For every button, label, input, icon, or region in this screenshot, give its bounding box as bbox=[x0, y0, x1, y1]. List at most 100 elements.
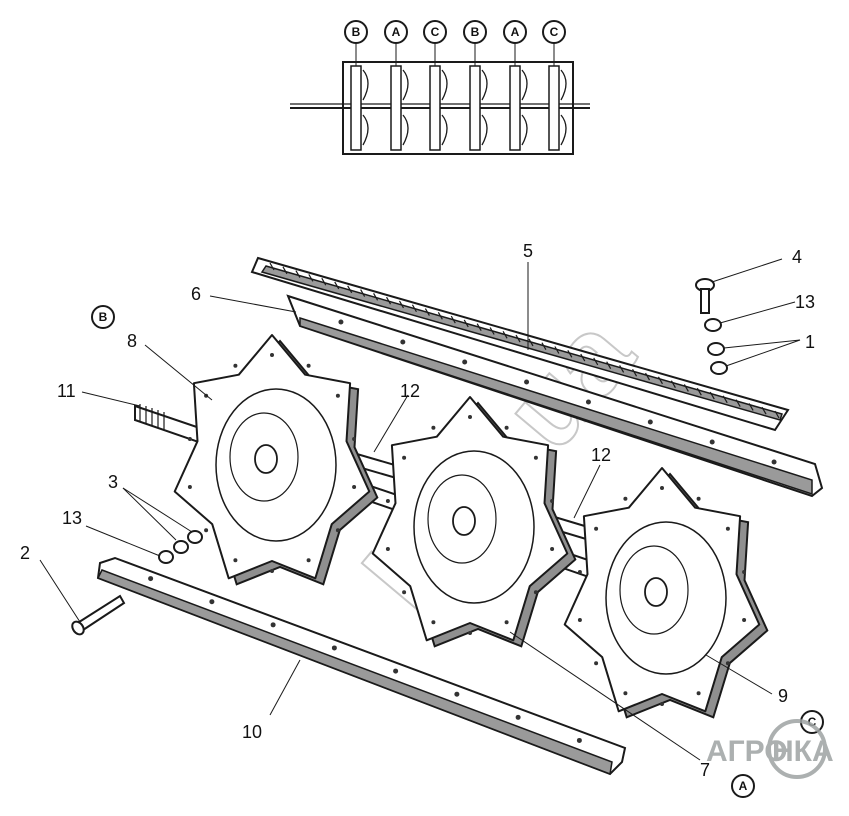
bar-5-tooth bbox=[308, 274, 314, 282]
sprocket-9-bolt-hole bbox=[623, 496, 628, 501]
bar-5-tooth bbox=[424, 308, 430, 316]
washer-13-right bbox=[704, 318, 722, 332]
part-10-bottom-bar bbox=[96, 556, 627, 776]
sprocket-8-bolt-hole bbox=[335, 393, 340, 398]
bar-5-tooth bbox=[411, 304, 417, 313]
sprocket-9-inner-ring bbox=[619, 545, 689, 635]
bar-5-tooth bbox=[321, 277, 327, 286]
bar-5-tooth bbox=[619, 365, 625, 373]
sprocket-9-bolt-hole bbox=[623, 691, 628, 696]
bar-5-tooth bbox=[528, 338, 534, 347]
sprocket-8-bolt-hole bbox=[187, 485, 192, 489]
washer-13-left bbox=[158, 550, 174, 564]
sprocket-7-bolt-hole bbox=[504, 425, 509, 430]
bar-10-hole bbox=[331, 645, 337, 651]
sprocket-7-hub bbox=[452, 506, 476, 536]
shaft-splines bbox=[139, 404, 165, 430]
sprocket-8-hub bbox=[254, 444, 278, 474]
bar-5-tooth bbox=[580, 353, 586, 362]
seq-blade-curve-1 bbox=[362, 69, 369, 146]
sprocket-8-disc bbox=[215, 388, 337, 542]
sprocket-9-disc bbox=[605, 521, 727, 675]
sprocket-7-disc bbox=[413, 450, 535, 604]
seq-marker-4: B bbox=[463, 20, 487, 44]
part-numbers: 4 5 6 13 1 8 11 12 12 3 13 2 10 7 9 bbox=[20, 241, 815, 780]
bar-10-hole bbox=[454, 691, 460, 697]
bar-5-tooth bbox=[515, 334, 521, 343]
bar-10-hole bbox=[576, 737, 582, 743]
label-2: 2 bbox=[20, 543, 30, 563]
sprocket-8-bolt-hole bbox=[352, 485, 357, 489]
seq-blade-curve-2 bbox=[402, 69, 409, 146]
bar-5-tooth bbox=[398, 300, 405, 309]
bar-5-tooth bbox=[269, 262, 275, 271]
bar-10-hole bbox=[270, 622, 276, 628]
label-4: 4 bbox=[792, 247, 802, 267]
sprocket-7 bbox=[371, 396, 577, 648]
sprocket-9-bolt-hole bbox=[696, 496, 701, 501]
label-12-lower: 12 bbox=[591, 445, 611, 465]
section-marker-b: B bbox=[91, 305, 115, 329]
sprocket-7-bolt-hole bbox=[468, 631, 472, 635]
bar-10-hole bbox=[515, 714, 521, 720]
label-3: 3 bbox=[108, 472, 118, 492]
sprocket-9 bbox=[563, 467, 769, 719]
bar-5-tooth bbox=[437, 312, 443, 320]
sprocket-8-bolt-hole bbox=[306, 558, 311, 563]
label-8: 8 bbox=[127, 331, 137, 351]
sprocket-9-hub bbox=[644, 577, 668, 607]
sprocket-8-bolt-hole bbox=[233, 363, 238, 368]
sprocket-7-inner-ring bbox=[427, 474, 497, 564]
sprocket-7-bolt-hole bbox=[402, 590, 407, 595]
seq-letter-1: B bbox=[352, 25, 361, 39]
bar-5-tooth bbox=[567, 349, 573, 358]
sequence-diagram: B A C B A C bbox=[290, 20, 590, 155]
bar-5-tooth bbox=[735, 399, 741, 407]
part-2-bolt bbox=[71, 594, 126, 636]
bar-5-tooth bbox=[657, 376, 663, 385]
seq-marker-6: C bbox=[542, 20, 566, 44]
label-5: 5 bbox=[523, 241, 533, 261]
section-marker-a: A bbox=[731, 774, 755, 798]
bar-10-hole bbox=[148, 576, 154, 582]
part-5-serrated-bar bbox=[250, 256, 790, 432]
bar-10-holes bbox=[148, 576, 582, 743]
sprocket-9-bolt-hole bbox=[742, 570, 747, 574]
seq-blade-curve-5 bbox=[521, 69, 528, 146]
bar-5-tooth bbox=[593, 357, 599, 366]
label-6: 6 bbox=[191, 284, 201, 304]
seq-blade-curve-3 bbox=[441, 69, 448, 146]
seq-marker-2: A bbox=[384, 20, 408, 44]
seq-marker-5: A bbox=[503, 20, 527, 44]
leader-lines bbox=[39, 258, 801, 761]
sprocket-7-bolt-hole bbox=[385, 499, 390, 503]
seq-blade-4 bbox=[469, 65, 481, 151]
bar-5-tooth bbox=[774, 410, 780, 419]
marker-c-letter: C bbox=[808, 715, 817, 729]
bar-5-tooth bbox=[709, 391, 715, 400]
seq-blade-6 bbox=[548, 65, 560, 151]
bar-6-hole bbox=[771, 459, 777, 465]
bar-5-tooth bbox=[644, 372, 651, 381]
sprocket-9-bolt-hole bbox=[725, 661, 730, 666]
sprocket-7-bolt-hole bbox=[385, 547, 390, 551]
washers-nuts-right bbox=[704, 318, 728, 375]
label-11: 11 bbox=[57, 381, 76, 401]
marker-b-letter: B bbox=[99, 310, 108, 324]
bar-5-tooth bbox=[282, 266, 288, 275]
bar-5-tooth bbox=[463, 319, 469, 328]
bar-6-hole bbox=[647, 419, 653, 425]
bar-5-teeth bbox=[269, 262, 780, 419]
nut-1-upper bbox=[707, 342, 725, 356]
sprocket-7-bolt-hole bbox=[533, 455, 538, 460]
bar-10-hole bbox=[393, 668, 399, 674]
sprocket-7-bolt-hole bbox=[550, 547, 555, 551]
bar-5-tooth bbox=[450, 315, 456, 324]
sprocket-9-bolt-hole bbox=[577, 618, 582, 622]
bar-6-hole bbox=[585, 399, 591, 405]
seq-blade-1 bbox=[350, 65, 362, 151]
bar-5-tooth bbox=[606, 361, 612, 369]
bar-5-tooth bbox=[554, 346, 560, 354]
sprocket-8-bolt-hole bbox=[352, 437, 357, 441]
